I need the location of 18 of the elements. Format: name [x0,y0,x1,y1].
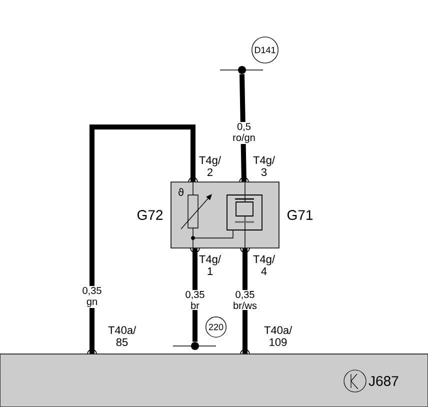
connector-label: T4g/ 1 [199,255,221,275]
wire-label: 0,35 br [179,290,211,310]
splice-number: D141 [252,36,278,64]
connector-label: T4g/ 3 [253,156,275,176]
splice-point [220,66,264,74]
connector-label: T4g/ 2 [199,156,221,176]
wire-label: 0,35 br/ws [229,290,261,310]
component-label: G71 [287,210,313,220]
wire [90,124,196,354]
temperature-symbol: ϑ [178,188,184,196]
connector-label: T4g/ 4 [253,255,275,275]
wire-label: 0,35 gn [76,286,108,308]
splice-point [172,342,216,350]
control-unit-band: J687 [0,354,428,407]
splice-number: 220 [206,316,226,338]
component-label: G72 [137,210,163,220]
wire-label: 0,5 ro/gn [228,122,260,144]
sensor-box [170,182,280,248]
